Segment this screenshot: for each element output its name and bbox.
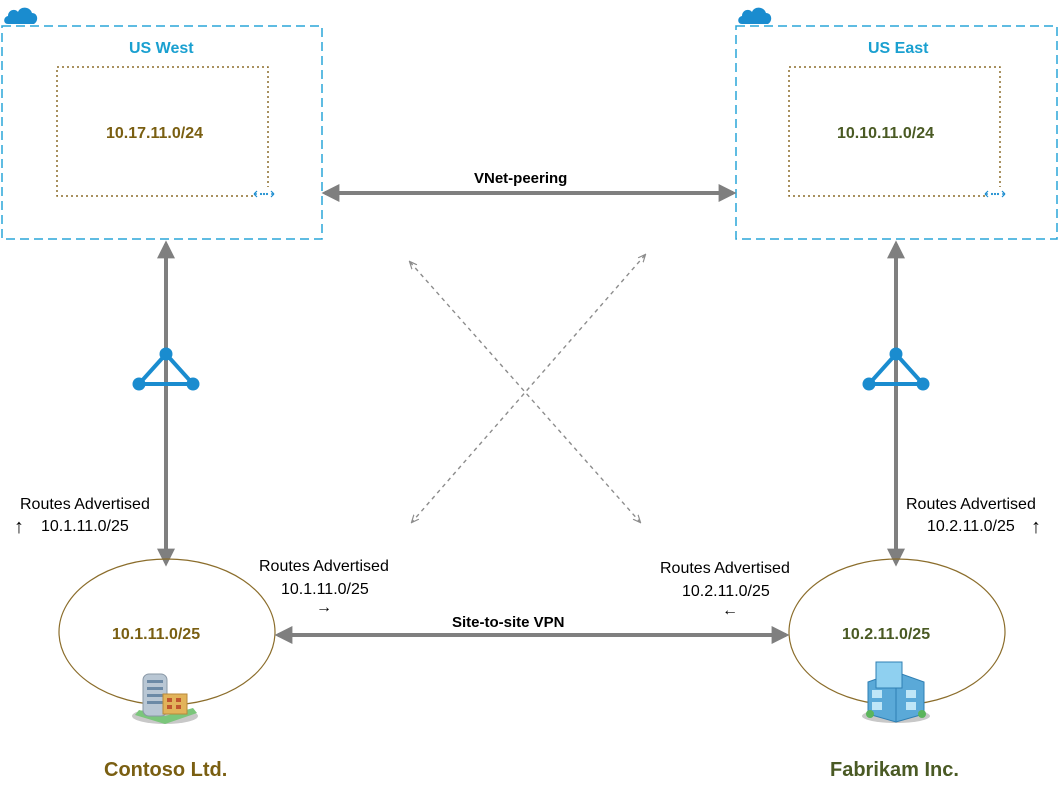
site-prefix-contoso: 10.1.11.0/25 — [112, 626, 201, 643]
region-title-us-west: US West — [129, 40, 194, 57]
vnet-box-east — [788, 66, 1001, 197]
region-us-west — [1, 7, 323, 240]
office-building-icon — [132, 673, 198, 724]
site-prefix-fabrikam: 10.2.11.0/25 — [842, 626, 931, 643]
company-name-contoso: Contoso Ltd. — [104, 759, 228, 781]
region-title-us-east: US East — [868, 40, 929, 57]
site-to-site-vpn-label: Site-to-site VPN — [452, 614, 565, 631]
vnet-peering-label: VNet-peering — [474, 170, 568, 187]
routes-advertised-prefix: 10.1.11.0/25 — [281, 581, 369, 598]
arrow-up-icon: ↑ — [1031, 516, 1041, 538]
vnet-box-west — [56, 66, 269, 197]
routes-advertised-title: Routes Advertised — [259, 558, 389, 575]
vpn-gateway-icon — [132, 347, 200, 391]
region-us-east — [735, 7, 1058, 240]
arrow-up-icon: ↑ — [14, 516, 24, 538]
routes-advertised-prefix: 10.1.11.0/25 — [41, 518, 129, 535]
vpn-gateway-icon — [862, 347, 930, 391]
routes-advertised-title: Routes Advertised — [20, 496, 150, 513]
vnet-icon — [253, 187, 275, 201]
cross-connector-east-to-contoso — [412, 255, 645, 522]
cloud-icon — [738, 7, 772, 25]
vnet-icon — [984, 187, 1006, 201]
company-name-fabrikam: Fabrikam Inc. — [830, 759, 959, 781]
vnet-prefix-west: 10.17.11.0/24 — [106, 125, 203, 142]
vnet-prefix-east: 10.10.11.0/24 — [837, 125, 934, 142]
cross-connector-west-to-fabrikam — [410, 262, 640, 522]
routes-advertised-title: Routes Advertised — [906, 496, 1036, 513]
arrow-left-icon: ← — [722, 602, 738, 619]
routes-advertised-prefix: 10.2.11.0/25 — [927, 518, 1015, 535]
routes-advertised-prefix: 10.2.11.0/25 — [682, 583, 770, 600]
cloud-icon — [4, 7, 38, 25]
arrow-right-icon: → — [316, 599, 332, 616]
routes-advertised-title: Routes Advertised — [660, 560, 790, 577]
office-building-icon — [862, 661, 930, 723]
